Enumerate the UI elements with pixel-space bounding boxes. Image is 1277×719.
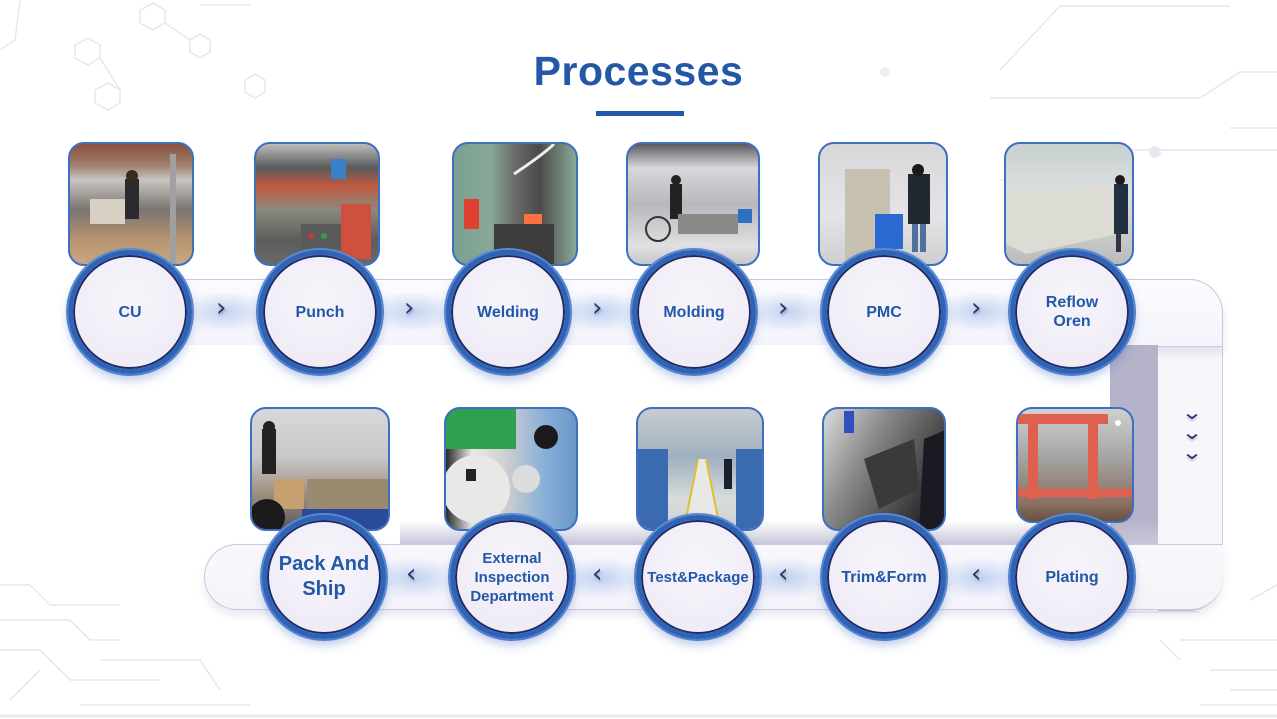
process-step-circle: Trim&Form [822, 515, 946, 639]
title-underline [596, 111, 684, 116]
step-label: Molding [663, 303, 725, 321]
molding-line-photo [626, 142, 760, 266]
down-arrows: ⌄ ⌄ ⌄ [1178, 400, 1206, 464]
arrow-glow [180, 292, 270, 332]
process-step-circle: Plating [1010, 515, 1134, 639]
inspection-photo [444, 407, 578, 531]
chevron-left-icon: ‹ [778, 559, 789, 589]
chevron-down-icon: ⌄ [1181, 400, 1203, 424]
process-step-molding: Molding [626, 142, 762, 382]
process-step-pmc: PMC [818, 142, 952, 382]
step-label: Plating [1045, 568, 1099, 586]
process-step-circle: Test&Package [636, 515, 760, 639]
process-step-external-inspection: External Inspection Department [444, 407, 580, 647]
process-step-circle: Welding [446, 250, 570, 374]
process-step-circle: Pack And Ship [262, 515, 386, 639]
process-step-trim-form: Trim&Form [822, 407, 952, 647]
step-label: Pack And Ship [278, 553, 370, 600]
step-label: Test&Package [647, 568, 749, 586]
chevron-left-icon: ‹ [971, 559, 982, 589]
process-step-circle: Punch [258, 250, 382, 374]
chevron-right-icon: › [778, 293, 789, 323]
chevron-right-icon: › [404, 293, 415, 323]
chevron-down-icon: ⌄ [1181, 440, 1203, 464]
step-label: Trim&Form [841, 568, 927, 586]
process-step-circle: Molding [632, 250, 756, 374]
process-step-circle: CU [68, 250, 192, 374]
punch-press-photo [254, 142, 380, 266]
process-step-circle: PMC [822, 250, 946, 374]
test-package-line-photo [636, 407, 764, 531]
trim-form-machine-photo [822, 407, 946, 531]
chevron-right-icon: › [216, 293, 227, 323]
arrow-glow [556, 292, 646, 332]
process-step-test-package: Test&Package [636, 407, 766, 647]
process-step-reflow-oven: Reflow Oren [1004, 142, 1140, 382]
reflow-oven-photo [1004, 142, 1134, 266]
step-label: Reflow Oren [1045, 294, 1099, 330]
chevron-left-icon: ‹ [592, 559, 603, 589]
process-step-cu: CU [68, 142, 198, 382]
chevron-right-icon: › [592, 293, 603, 323]
step-label: Welding [477, 303, 539, 321]
step-label: PMC [866, 303, 902, 321]
copper-workshop-photo [68, 142, 194, 266]
step-label: External Inspection Department [470, 549, 554, 605]
packing-photo [250, 407, 390, 531]
chevron-left-icon: ‹ [406, 559, 417, 589]
welding-machine-photo [452, 142, 578, 266]
pmc-oven-photo [818, 142, 948, 266]
step-label: CU [118, 303, 142, 321]
chevron-down-icon: ⌄ [1181, 420, 1203, 444]
arrow-glow [742, 292, 832, 332]
page-title: Processes [533, 48, 744, 94]
process-step-plating: Plating [1010, 407, 1140, 647]
plating-line-photo [1016, 407, 1134, 523]
process-step-circle: Reflow Oren [1010, 250, 1134, 374]
step-label: Punch [295, 303, 345, 321]
process-step-circle: External Inspection Department [450, 515, 574, 639]
arrow-glow [368, 292, 458, 332]
process-step-punch: Punch [254, 142, 388, 382]
chevron-right-icon: › [971, 293, 982, 323]
process-step-pack-and-ship: Pack And Ship [250, 407, 392, 647]
process-step-welding: Welding [446, 142, 578, 382]
